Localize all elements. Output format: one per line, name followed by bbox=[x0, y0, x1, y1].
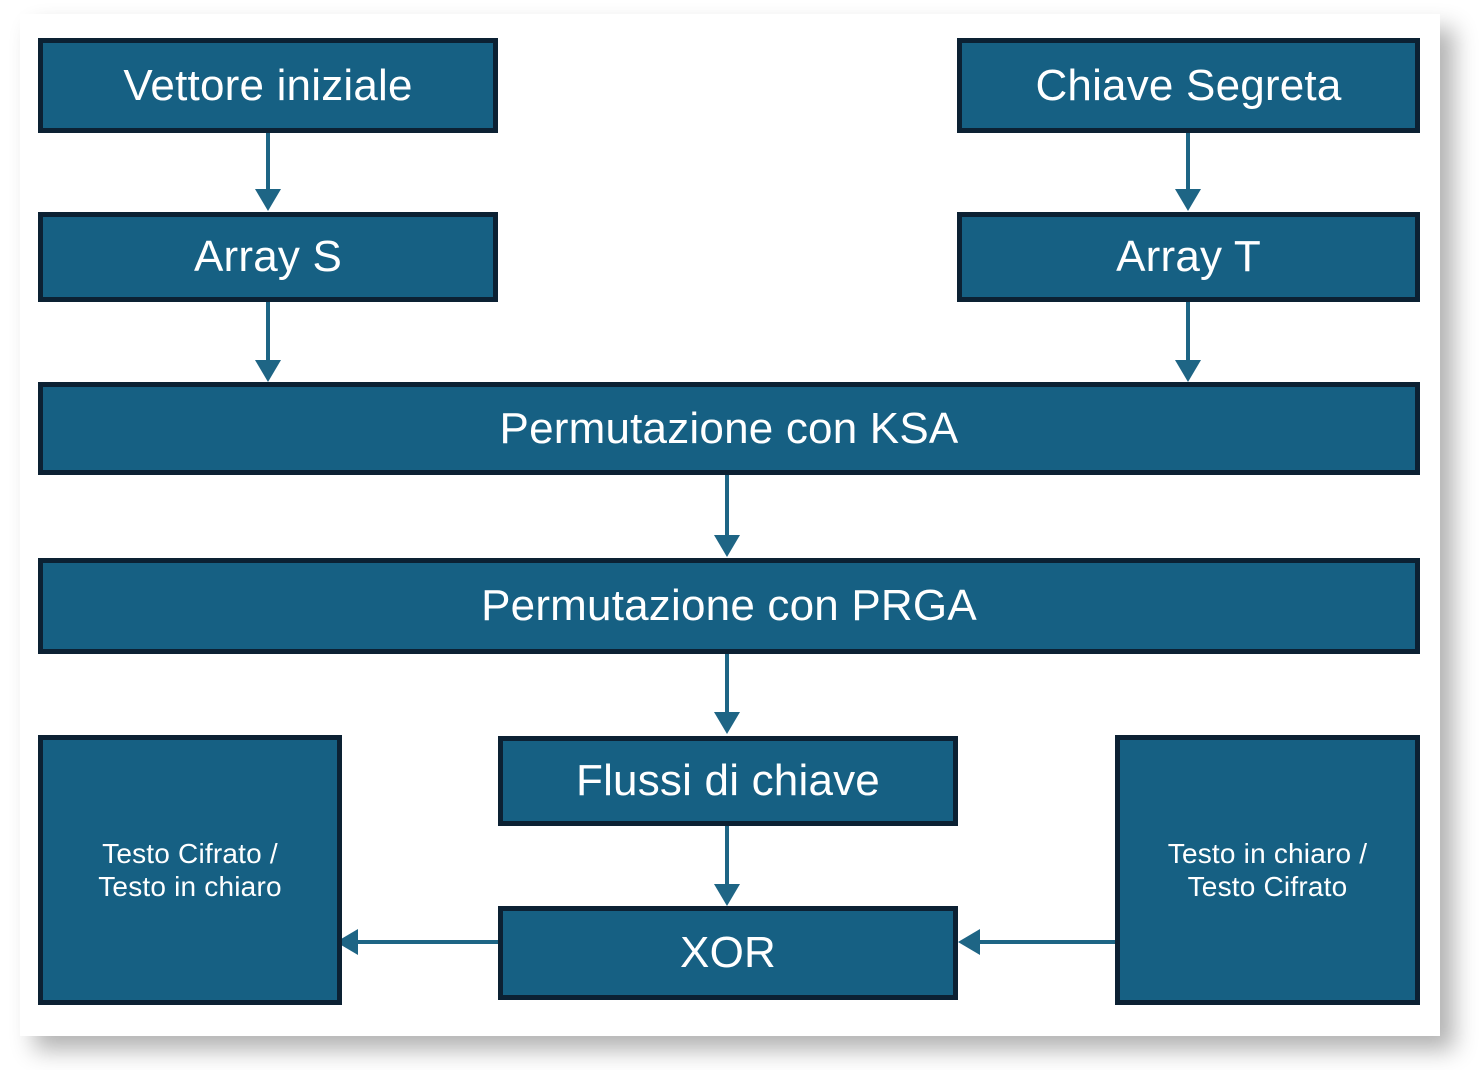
node-label-line2: Testo Cifrato bbox=[1187, 871, 1348, 902]
node-label: Array S bbox=[193, 232, 343, 282]
arrow-head-testo-dx-to-xor bbox=[958, 929, 980, 955]
node-label: Permutazione con PRGA bbox=[481, 581, 977, 631]
connector-line-chiave-to-array-t bbox=[1186, 133, 1190, 191]
connector-line-array-s-to-ksa bbox=[266, 302, 270, 362]
node-label-line2: Testo in chiaro bbox=[98, 871, 282, 902]
connector-line-testo-dx-to-xor bbox=[980, 940, 1120, 944]
diagram-canvas: Vettore iniziale Chiave Segreta Array S … bbox=[20, 14, 1440, 1036]
node-permutazione-ksa[interactable]: Permutazione con KSA bbox=[38, 382, 1420, 475]
arrow-head-array-s-to-ksa bbox=[255, 360, 281, 382]
node-array-s[interactable]: Array S bbox=[38, 212, 498, 302]
connector-line-vettore-to-array-s bbox=[266, 133, 270, 191]
arrow-head-ksa-to-prga bbox=[714, 535, 740, 557]
connector-line-flussi-to-xor bbox=[725, 826, 729, 888]
arrow-head-chiave-to-array-t bbox=[1175, 189, 1201, 211]
arrow-head-prga-to-flussi bbox=[714, 712, 740, 734]
node-label-line1: Testo Cifrato / bbox=[102, 837, 278, 869]
arrow-head-array-t-to-ksa bbox=[1175, 360, 1201, 382]
node-label: Testo in chiaro / Testo Cifrato bbox=[1120, 837, 1415, 903]
node-permutazione-prga[interactable]: Permutazione con PRGA bbox=[38, 558, 1420, 654]
connector-line-ksa-to-prga bbox=[725, 475, 729, 537]
node-flussi-di-chiave[interactable]: Flussi di chiave bbox=[498, 736, 958, 826]
node-array-t[interactable]: Array T bbox=[957, 212, 1420, 302]
node-label: Flussi di chiave bbox=[576, 756, 880, 806]
arrow-head-vettore-to-array-s bbox=[255, 189, 281, 211]
node-label: Permutazione con KSA bbox=[499, 403, 959, 453]
node-label: Chiave Segreta bbox=[1035, 60, 1342, 110]
node-label: Vettore iniziale bbox=[123, 60, 413, 110]
connector-line-xor-to-testo-sx bbox=[358, 940, 500, 944]
node-vettore-iniziale[interactable]: Vettore iniziale bbox=[38, 38, 498, 133]
node-label-line1: Testo in chiaro / bbox=[1167, 837, 1368, 869]
arrow-head-flussi-to-xor bbox=[714, 884, 740, 906]
node-label: Array T bbox=[1116, 232, 1261, 282]
connector-line-prga-to-flussi bbox=[725, 654, 729, 716]
node-label: Testo Cifrato / Testo in chiaro bbox=[43, 837, 337, 903]
node-testo-in-chiaro-testo-cifrato[interactable]: Testo in chiaro / Testo Cifrato bbox=[1115, 735, 1420, 1005]
node-chiave-segreta[interactable]: Chiave Segreta bbox=[957, 38, 1420, 133]
node-testo-cifrato-testo-in-chiaro[interactable]: Testo Cifrato / Testo in chiaro bbox=[38, 735, 342, 1005]
node-xor[interactable]: XOR bbox=[498, 906, 958, 1000]
connector-line-array-t-to-ksa bbox=[1186, 302, 1190, 362]
node-label: XOR bbox=[680, 928, 776, 978]
